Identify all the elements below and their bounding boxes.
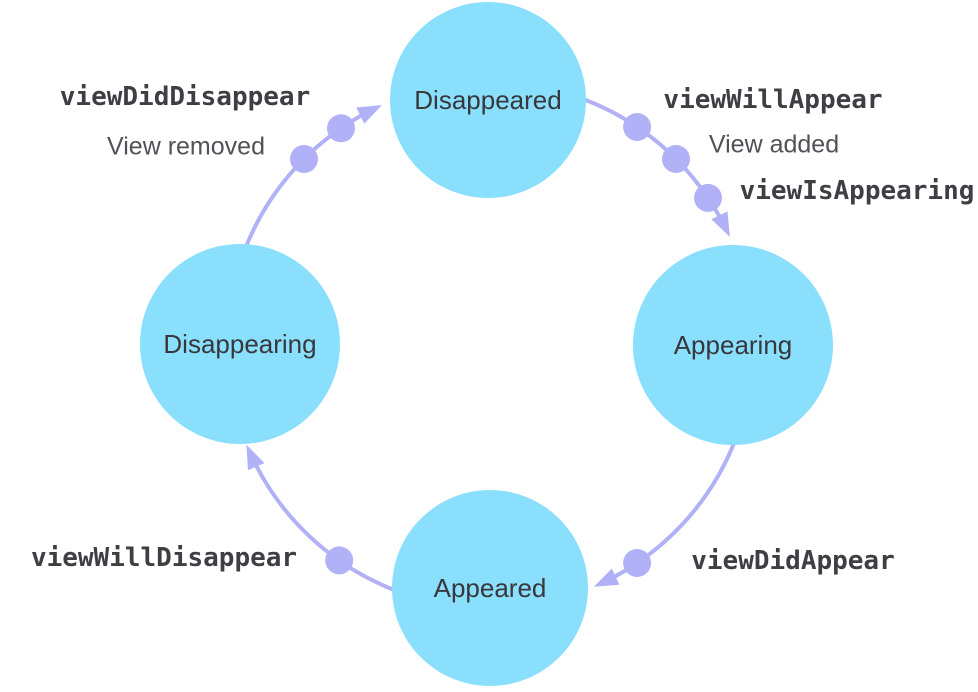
event-dot-view-is-appearing: [694, 183, 722, 212]
arrow-appeared-to-disappearing: [246, 444, 397, 593]
state-disappearing: Disappearing: [140, 244, 340, 444]
event-dot-view-added: [662, 145, 690, 173]
event-dot-view-will-appear: [623, 113, 652, 141]
arrow-appearing-to-appeared: [593, 438, 738, 587]
label-view-did-appear: viewDidAppear: [691, 546, 895, 576]
label-view-will-disappear: viewWillDisappear: [30, 543, 298, 573]
state-appearing-label: Appearing: [673, 330, 793, 360]
state-appearing: Appearing: [633, 245, 833, 445]
state-disappeared-label: Disappeared: [414, 85, 562, 115]
event-dot-view-removed: [290, 145, 318, 173]
state-appeared-label: Appeared: [433, 573, 547, 603]
state-disappeared: Disappeared: [390, 2, 586, 198]
label-view-did-disappear: viewDidDisappear: [59, 82, 311, 112]
state-appeared: Appeared: [392, 490, 588, 686]
event-dot-view-will-disappear: [325, 546, 354, 575]
label-view-added: View added: [708, 130, 840, 159]
state-disappearing-label: Disappearing: [163, 329, 317, 359]
event-dot-view-did-disappear: [327, 114, 355, 143]
arrow-disappearing-to-disappeared: [242, 105, 382, 252]
label-view-is-appearing: viewIsAppearing: [739, 176, 975, 206]
label-view-removed: View removed: [107, 132, 265, 161]
label-view-will-appear: viewWillAppear: [663, 85, 883, 115]
event-dot-view-did-appear: [623, 549, 652, 577]
